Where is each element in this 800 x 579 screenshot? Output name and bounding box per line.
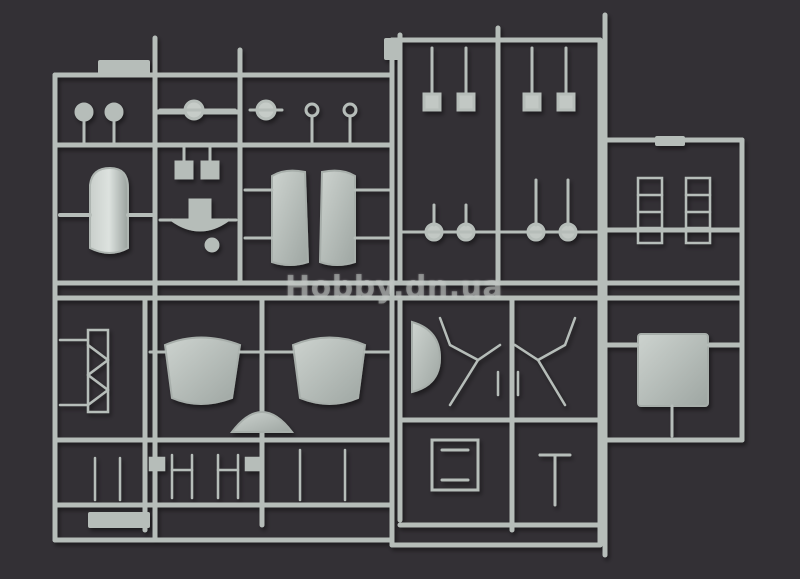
fuel-tank-part [58,166,154,254]
frame-part-bottom [430,438,572,507]
tail-panel-parts [243,169,394,266]
strut-parts [398,178,602,242]
sprue-tabs [88,38,685,528]
half-disc-part [411,320,442,394]
small-parts-bottom [93,448,347,502]
truss-part [58,328,110,414]
bracket-parts [158,146,238,253]
sprue-frame [52,12,745,558]
panel-part-right [608,333,740,438]
seat-parts [422,46,576,112]
ladder-parts [636,176,712,245]
wheel-parts [74,99,358,147]
bulkhead-parts [148,336,394,433]
strut-frame-parts [438,316,577,407]
